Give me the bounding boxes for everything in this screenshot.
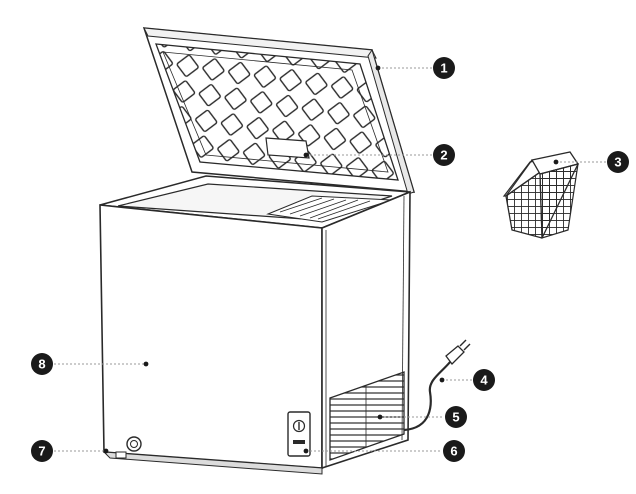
callout-7-number: 7: [38, 444, 45, 459]
leader-dot: [377, 414, 383, 420]
leader-lines: [54, 67, 606, 452]
callout-2: 2: [433, 144, 455, 166]
plug-icon: [445, 345, 465, 365]
thermostat-control: [287, 411, 311, 457]
callout-6-number: 6: [450, 444, 457, 459]
callout-4-number: 4: [480, 373, 488, 388]
callout-2-number: 2: [440, 148, 447, 163]
leader-dot: [439, 377, 445, 383]
callout-7: 7: [31, 440, 53, 462]
leader-dot: [103, 448, 109, 454]
callout-1: 1: [433, 57, 455, 79]
lid-inner-panel: [155, 43, 399, 181]
drain-plug: [126, 436, 142, 452]
callout-3-number: 3: [614, 155, 621, 170]
callout-8-number: 8: [38, 357, 45, 372]
leader-dot: [143, 361, 149, 367]
lid-label-plate: [265, 137, 310, 159]
callout-6: 6: [443, 440, 465, 462]
callout-3: 3: [607, 151, 629, 173]
power-cord: [403, 339, 471, 432]
callout-1-number: 1: [440, 61, 447, 76]
callout-8: 8: [31, 353, 53, 375]
lid: [142, 27, 416, 195]
leader-dot: [303, 448, 309, 454]
basket: [502, 151, 580, 239]
leader-dot: [303, 152, 309, 158]
leader-dot: [553, 159, 559, 165]
callout-4: 4: [473, 369, 495, 391]
leader-dot: [375, 65, 381, 71]
callout-5: 5: [445, 406, 467, 428]
rear-vent-grille: [329, 371, 405, 461]
callout-5-number: 5: [452, 410, 459, 425]
